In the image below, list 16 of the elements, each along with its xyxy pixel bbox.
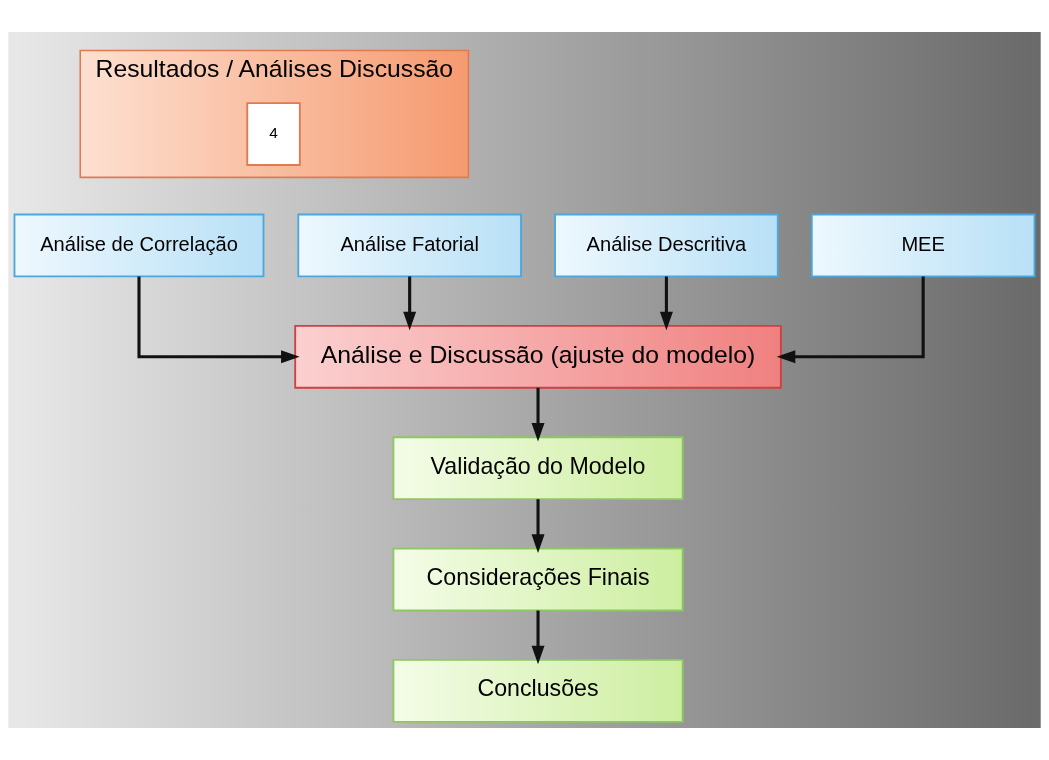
- node-box: Análise de Correlação: [13, 213, 265, 278]
- arrow: [137, 276, 300, 364]
- arrow: [531, 499, 545, 553]
- node-box: Análise Descritiva: [554, 213, 779, 278]
- arrow: [659, 276, 673, 331]
- node-box: 4: [246, 102, 301, 166]
- node-box: Análise Fatorial: [297, 213, 522, 278]
- node-box: Considerações Finais: [392, 547, 684, 612]
- arrow: [776, 276, 925, 364]
- arrow: [403, 276, 417, 331]
- arrow: [531, 387, 545, 442]
- node-box: Análise e Discussão (ajuste do modelo): [294, 324, 782, 389]
- node-box: Validação do Modelo: [392, 436, 684, 500]
- node-box: Conclusões: [392, 659, 684, 723]
- node-box: MEE: [810, 213, 1036, 278]
- arrow: [531, 610, 545, 665]
